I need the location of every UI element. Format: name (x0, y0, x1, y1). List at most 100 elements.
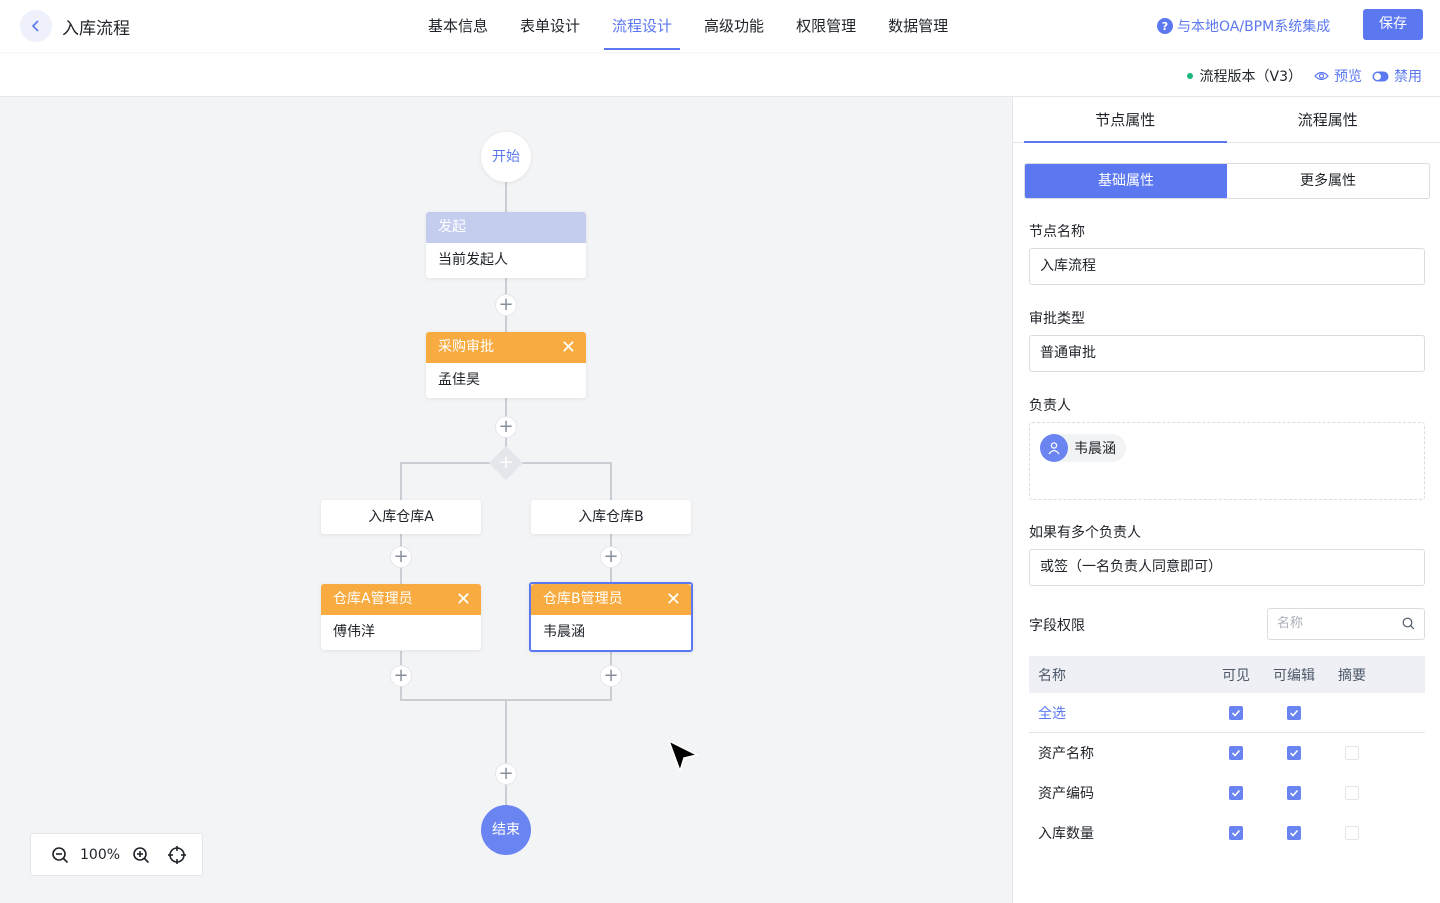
editable-checkbox[interactable] (1287, 746, 1301, 760)
add-node-button[interactable]: + (600, 665, 622, 687)
search-icon (1402, 617, 1415, 630)
visible-checkbox[interactable] (1229, 705, 1243, 720)
zoom-in-icon[interactable] (132, 846, 150, 864)
end-node[interactable]: 结束 (481, 805, 531, 855)
add-node-button[interactable]: + (600, 546, 622, 568)
branch-b-label[interactable]: 入库仓库B (531, 500, 691, 534)
eye-icon (1314, 71, 1329, 81)
segment-basic[interactable]: 基础属性 (1025, 164, 1227, 198)
field-permission-label: 字段权限 (1029, 618, 1085, 634)
initiate-node-body: 当前发起人 (438, 252, 508, 268)
user-icon (1040, 434, 1068, 462)
segment-more[interactable]: 更多属性 (1300, 173, 1356, 189)
tab-form-design[interactable]: 表单设计 (520, 17, 581, 35)
preview-link[interactable]: 预览 (1314, 66, 1362, 86)
node-name-label: 节点名称 (1029, 224, 1085, 240)
disable-label: 禁用 (1394, 69, 1422, 85)
summary-checkbox[interactable] (1345, 746, 1359, 760)
table-header: 名称 可见 可编辑 摘要 (1029, 656, 1425, 693)
tab-flow-design[interactable]: 流程设计 (596, 0, 688, 52)
visible-checkbox[interactable] (1229, 826, 1243, 840)
summary-checkbox[interactable] (1345, 786, 1359, 800)
field-name: 资产编码 (1038, 786, 1094, 802)
tab-node-properties[interactable]: 节点属性 (1024, 97, 1227, 143)
purchase-approval-body: 孟佳昊 (438, 372, 480, 388)
warehouse-a-body: 傅伟洋 (333, 624, 375, 640)
field-permission-table: 名称 可见 可编辑 摘要 全选 资产名称 资产编码 入库数量 (1029, 656, 1425, 853)
tab-advanced[interactable]: 高级功能 (704, 17, 765, 35)
zoom-out-icon[interactable] (51, 846, 69, 864)
editable-checkbox[interactable] (1287, 826, 1301, 840)
tab-data-management[interactable]: 数据管理 (888, 17, 949, 35)
add-branch-button[interactable]: + (498, 452, 514, 473)
top-bar: 入库流程 基本信息 表单设计 流程设计 高级功能 权限管理 数据管理 ? 与本地… (0, 0, 1440, 52)
owner-label: 负责人 (1029, 398, 1071, 414)
initiate-node-title: 发起 (426, 212, 586, 243)
warehouse-a-node[interactable]: 仓库A管理员 ✕ 傅伟洋 (321, 584, 481, 650)
summary-checkbox[interactable] (1345, 826, 1359, 840)
warehouse-b-body: 韦晨涵 (543, 624, 585, 640)
warehouse-a-title: 仓库A管理员 (333, 591, 413, 607)
status-dot (1186, 73, 1193, 79)
sub-toolbar: 流程版本（V3） 预览 禁用 (0, 52, 1440, 97)
add-node-button[interactable]: + (495, 763, 517, 785)
purchase-approval-node[interactable]: 采购审批 ✕ 孟佳昊 (426, 332, 586, 398)
zoom-controls: 100% (30, 833, 203, 876)
page-title: 入库流程 (62, 19, 130, 39)
owner-chip[interactable]: 韦晨涵 (1040, 434, 1126, 462)
save-button[interactable]: 保存 (1363, 9, 1423, 40)
nav-tabs: 基本信息 表单设计 流程设计 高级功能 权限管理 数据管理 (412, 0, 964, 52)
integration-link[interactable]: ? 与本地OA/BPM系统集成 (1157, 16, 1330, 36)
approval-type-select[interactable]: 普通审批 (1029, 335, 1425, 372)
branch-a-label[interactable]: 入库仓库A (321, 500, 481, 534)
mouse-cursor-icon (668, 740, 700, 774)
table-row: 资产名称 (1029, 733, 1425, 773)
field-name: 入库数量 (1038, 826, 1094, 842)
visible-checkbox[interactable] (1229, 746, 1243, 760)
close-icon[interactable]: ✕ (560, 337, 576, 358)
field-search-input[interactable]: 名称 (1267, 608, 1425, 640)
back-button[interactable] (20, 10, 52, 42)
select-all-link[interactable]: 全选 (1038, 705, 1066, 722)
field-name: 资产名称 (1038, 746, 1094, 762)
node-name-input[interactable]: 入库流程 (1029, 248, 1425, 285)
start-node[interactable]: 开始 (481, 132, 531, 182)
multi-owner-select[interactable]: 或签（一名负责人同意即可） (1029, 549, 1425, 586)
add-node-button[interactable]: + (390, 546, 412, 568)
version-label: 流程版本（V3） (1199, 69, 1302, 85)
toggle-icon (1372, 71, 1389, 81)
tab-permissions[interactable]: 权限管理 (796, 17, 857, 35)
visible-checkbox[interactable] (1229, 786, 1243, 800)
search-placeholder: 名称 (1277, 616, 1304, 631)
table-row: 入库数量 (1029, 813, 1425, 853)
add-node-button[interactable]: + (390, 665, 412, 687)
chevron-left-icon (31, 20, 39, 32)
integration-label: 与本地OA/BPM系统集成 (1177, 19, 1331, 35)
close-icon[interactable]: ✕ (665, 589, 681, 610)
add-node-button[interactable]: + (495, 294, 517, 316)
locate-icon[interactable] (168, 845, 187, 864)
initiate-node[interactable]: 发起 当前发起人 (426, 212, 586, 278)
close-icon[interactable]: ✕ (455, 589, 471, 610)
owner-picker[interactable]: 韦晨涵 (1029, 422, 1425, 500)
help-icon: ? (1157, 18, 1173, 34)
tab-basic-info[interactable]: 基本信息 (428, 17, 489, 35)
purchase-approval-title: 采购审批 (438, 339, 494, 355)
disable-link[interactable]: 禁用 (1372, 66, 1422, 86)
approval-type-label: 审批类型 (1029, 311, 1085, 327)
property-segment: 基础属性 更多属性 (1024, 163, 1430, 199)
owner-name: 韦晨涵 (1074, 441, 1116, 457)
multi-owner-label: 如果有多个负责人 (1029, 525, 1141, 541)
add-node-button[interactable]: + (495, 416, 517, 438)
warehouse-b-node[interactable]: 仓库B管理员 ✕ 韦晨涵 (529, 582, 693, 652)
preview-label: 预览 (1334, 69, 1362, 85)
editable-checkbox[interactable] (1287, 705, 1301, 720)
zoom-level: 100% (80, 846, 121, 863)
table-row: 全选 (1029, 693, 1425, 733)
flow-canvas[interactable]: 开始 发起 当前发起人 + 采购审批 ✕ 孟佳昊 + + 入库仓库A 入库仓库B… (0, 97, 1012, 903)
table-row: 资产编码 (1029, 773, 1425, 813)
editable-checkbox[interactable] (1287, 786, 1301, 800)
tab-flow-properties[interactable]: 流程属性 (1297, 111, 1358, 129)
properties-panel: 节点属性 流程属性 基础属性 更多属性 节点名称 入库流程 审批类型 普通审批 … (1012, 97, 1440, 903)
warehouse-b-title: 仓库B管理员 (543, 591, 623, 607)
